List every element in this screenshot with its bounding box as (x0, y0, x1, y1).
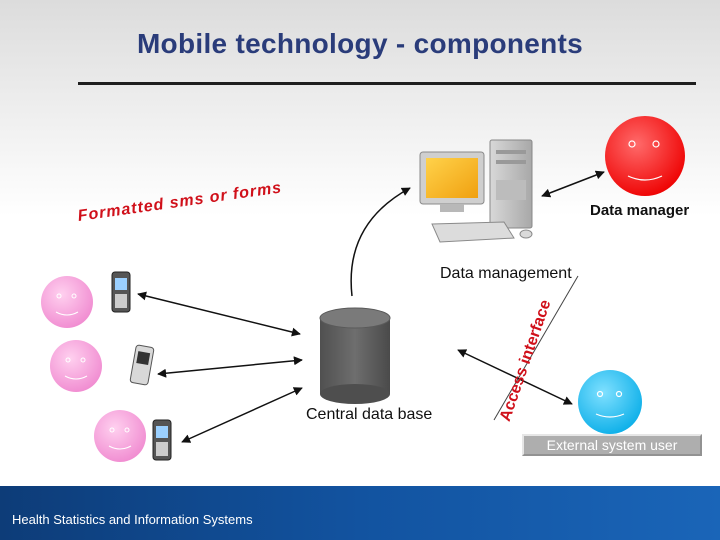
mobile-phone-icon (152, 419, 172, 461)
external-system-user-button[interactable]: External system user (522, 434, 702, 456)
field-user-face-icon (41, 276, 93, 328)
central-database-icon (319, 307, 391, 404)
database-external-arrow (457, 349, 573, 405)
footer-bar (0, 486, 720, 540)
central-database-label: Central data base (306, 406, 433, 423)
phone-database-arrow (157, 356, 303, 378)
database-to-computer-arrow (350, 187, 411, 297)
data-manager-face-icon (605, 116, 685, 196)
field-user-face-icon (50, 340, 102, 392)
phone-database-arrow (137, 291, 301, 337)
mobile-phone-icon (129, 344, 155, 386)
footer-text: Health Statistics and Information System… (12, 512, 253, 527)
manager-computer-arrow (541, 170, 605, 198)
mobile-phone-icon (111, 271, 131, 313)
data-manager-label: Data manager (590, 202, 690, 219)
phone-database-arrow (181, 387, 303, 443)
data-management-label: Data management (440, 265, 572, 282)
title-underline (78, 82, 696, 85)
desktop-computer-icon (419, 139, 533, 243)
field-user-face-icon (94, 410, 146, 462)
external-user-face-icon (578, 370, 642, 434)
slide-title: Mobile technology - components (136, 28, 584, 59)
